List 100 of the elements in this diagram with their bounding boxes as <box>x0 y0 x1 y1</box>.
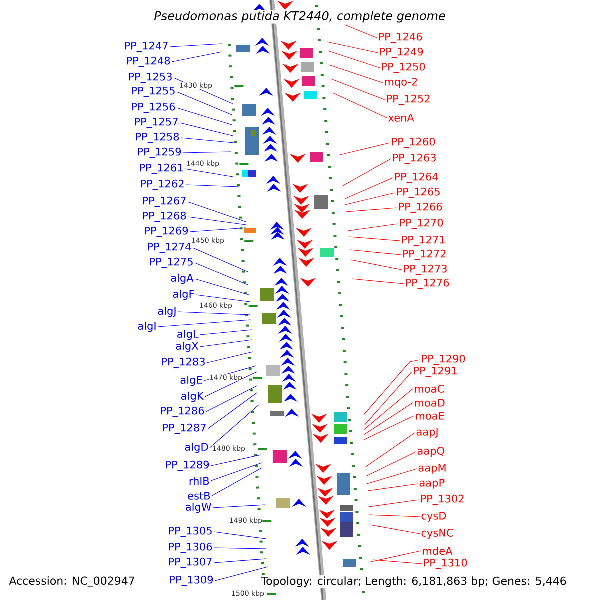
gene-label: algI <box>138 322 156 332</box>
summary-label: Topology: circular; Length: 6,181,863 bp; Genes: 5,446 <box>260 576 568 588</box>
leader-line <box>370 550 422 562</box>
gene-label: PP_1266 <box>399 202 442 214</box>
leader-line <box>180 138 234 144</box>
leader-line <box>194 262 248 286</box>
leader-line <box>364 402 414 436</box>
gene-label: PP_1253 <box>129 72 172 84</box>
gene-label: PP_1259 <box>138 148 182 158</box>
leader-line <box>206 352 254 364</box>
gene-label: moaE <box>416 412 444 420</box>
leader-line <box>188 202 246 222</box>
leader-line <box>210 462 262 482</box>
gene-label: PP_1286 <box>161 406 204 418</box>
leader-line <box>206 386 258 412</box>
leader-line <box>366 432 416 468</box>
gene-label: mqo-2 <box>385 78 418 88</box>
gene-label: PP_1272 <box>403 250 446 260</box>
leader-line <box>176 92 232 116</box>
gene-label: PP_1270 <box>400 218 444 230</box>
gene-label: PP_1309 <box>170 576 214 586</box>
gene-label: algE <box>180 376 202 386</box>
gene-label: aapM <box>418 464 446 474</box>
leader-line <box>344 24 378 38</box>
leader-line <box>190 228 246 232</box>
leader-line <box>170 44 222 48</box>
leader-line <box>332 92 388 118</box>
leader-line <box>194 278 250 296</box>
leader-line <box>328 50 380 68</box>
leader-line <box>352 278 404 284</box>
leader-line <box>372 560 422 564</box>
gene-label: algD <box>185 442 208 454</box>
gene-label: rhlB <box>190 477 210 485</box>
gene-label: PP_1307 <box>169 558 212 568</box>
gene-label: algA <box>171 274 194 284</box>
leader-line <box>172 52 222 62</box>
gene-label: PP_1305 <box>169 526 212 538</box>
leader-line <box>212 504 266 508</box>
gene-label: PP_1255 <box>132 86 175 98</box>
gene-label: PP_1276 <box>406 278 450 290</box>
leader-line <box>214 558 266 564</box>
leader-line <box>368 484 418 492</box>
leader-line <box>184 168 234 178</box>
gene-label: estB <box>188 492 210 500</box>
title: Pseudomonas putida KT2440, complete genome <box>153 10 447 24</box>
leader-line <box>200 340 252 348</box>
gene-label: mdeA <box>423 546 453 556</box>
leader-line <box>176 108 232 126</box>
gene-label: PP_1290 <box>422 354 466 366</box>
gene-label: PP_1249 <box>380 48 424 58</box>
leader-line <box>210 454 262 466</box>
gene-label: algF <box>173 290 194 300</box>
gene-label: PP_1306 <box>169 542 212 554</box>
gene-label: xenA <box>388 114 414 122</box>
leader-line <box>200 330 252 336</box>
gene-label: PP_1283 <box>162 358 205 368</box>
gene-label: PP_1248 <box>127 56 170 68</box>
gene-label: PP_1247 <box>125 42 168 52</box>
leader-line <box>342 158 392 186</box>
gene-label: PP_1246 <box>379 32 422 44</box>
leader-line <box>204 372 258 398</box>
gene-label: PP_1268 <box>143 212 186 222</box>
gene-label: PP_1257 <box>135 118 178 128</box>
leader-line <box>158 320 252 328</box>
gene-label: PP_1267 <box>143 196 186 208</box>
leader-line <box>364 372 412 426</box>
gene-label: PP_1271 <box>402 236 445 246</box>
leader-line <box>364 360 420 416</box>
leader-line <box>344 178 394 200</box>
gene-label: PP_1287 <box>163 424 206 434</box>
gene-label: PP_1252 <box>387 94 430 106</box>
leader-line <box>208 392 258 430</box>
leader-line <box>214 566 268 582</box>
gene-label: PP_1269 <box>145 226 188 238</box>
gene-label: PP_1258 <box>136 132 180 144</box>
gene-label: PP_1291 <box>414 366 457 378</box>
leader-line <box>348 236 400 242</box>
gene-label: PP_1262 <box>141 180 184 190</box>
gene-label: PP_1261 <box>140 164 183 174</box>
gene-label: aapQ <box>418 447 444 457</box>
gene-label: PP_1310 <box>424 558 468 570</box>
gene-label: PP_1289 <box>166 460 210 472</box>
gene-label: PP_1273 <box>404 264 447 276</box>
gene-label: PP_1302 <box>421 494 464 506</box>
gene-label: cysD <box>422 512 446 522</box>
leader-line <box>368 514 420 518</box>
gene-label: algX <box>176 342 198 352</box>
leader-line <box>366 452 416 476</box>
leader-line <box>330 78 386 100</box>
gene-label: moaD <box>415 399 445 407</box>
leader-line <box>370 524 420 534</box>
gene-label: PP_1275 <box>150 258 193 268</box>
gene-label: PP_1260 <box>392 138 436 148</box>
leader-line <box>214 532 266 540</box>
gene-label: PP_1263 <box>393 154 436 164</box>
leader-line <box>348 224 398 232</box>
leader-line <box>214 548 266 550</box>
gene-label: PP_1264 <box>395 172 438 184</box>
gene-label: moaC <box>415 385 444 393</box>
gene-label: algW <box>186 502 212 514</box>
